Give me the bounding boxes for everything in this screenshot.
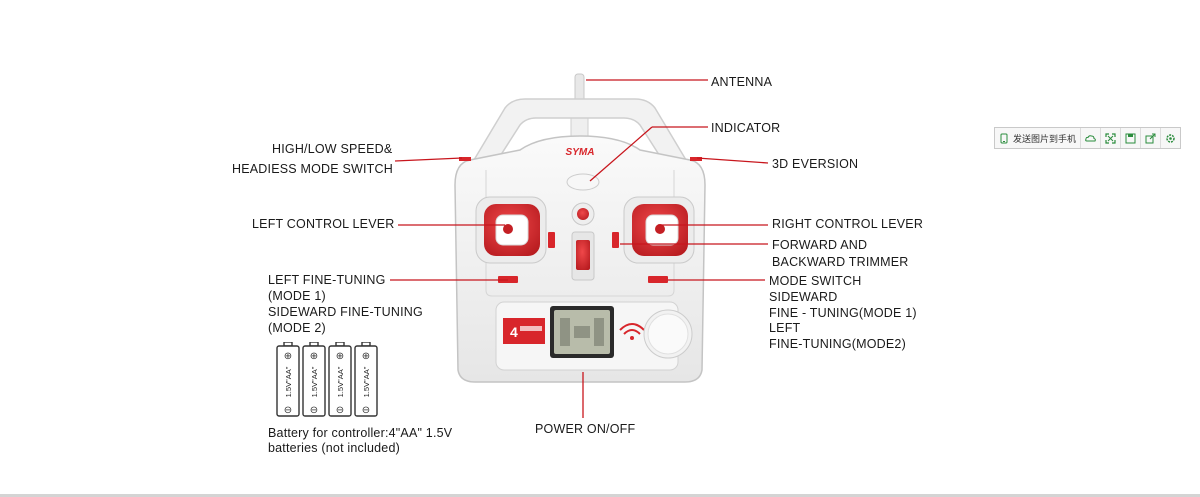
- right-control-lever: [623, 196, 695, 264]
- label-left-fine-line2: (MODE 1): [268, 289, 326, 303]
- battery-plus-symbol: ⊕: [284, 351, 292, 362]
- label-mode-switch-line5: FINE-TUNING(MODE2): [769, 337, 906, 351]
- label-battery-line1: Battery for controller:4"AA" 1.5V: [268, 426, 453, 440]
- send-to-phone-button[interactable]: 发送图片到手机: [995, 128, 1082, 148]
- label-fb-trimmer-line2: BACKWARD TRIMMER: [772, 255, 909, 269]
- battery-label: 1.5V"AA": [310, 366, 319, 397]
- battery-label: 1.5V"AA": [362, 366, 371, 397]
- bottom-divider: [0, 494, 1200, 497]
- battery-minus-symbol: ⊖: [336, 405, 344, 416]
- wifi-icon: [619, 323, 645, 340]
- channel-badge-number: 4: [510, 324, 518, 340]
- leader-lines: [390, 79, 769, 418]
- indicator-light: [566, 173, 600, 191]
- right-fine-tuning-trimmer: [648, 276, 668, 283]
- save-icon: [1125, 133, 1136, 143]
- battery-minus-symbol: ⊖: [310, 405, 318, 416]
- label-antenna: ANTENNA: [711, 75, 773, 89]
- batteries-illustration: ⊕ ⊖ 1.5V"AA" ⊕ ⊖ 1.5V"AA" ⊕ ⊖ 1.5V"AA" ⊕ ⊖ 1.5V"AA": [276, 342, 378, 417]
- label-right-control-lever: RIGHT CONTROL LEVER: [772, 217, 924, 231]
- save-button[interactable]: [1121, 128, 1142, 148]
- battery-minus-symbol: ⊖: [362, 405, 370, 416]
- left-side-trimmer: [548, 232, 555, 248]
- label-indicator: INDICATOR: [711, 121, 781, 135]
- image-toolbar: 发送图片到手机: [994, 127, 1182, 149]
- lower-panel: 4: [495, 301, 693, 371]
- aa-battery: ⊕ ⊖ 1.5V"AA": [276, 342, 300, 417]
- settings-button[interactable]: [1161, 128, 1180, 148]
- cloud-icon: [1085, 134, 1096, 141]
- label-3d-eversion: 3D EVERSION: [772, 157, 859, 171]
- share-icon: [1145, 133, 1156, 143]
- label-mode-switch-line2: SIDEWARD: [769, 290, 838, 304]
- label-power: POWER ON/OFF: [535, 422, 636, 436]
- label-mode-switch-line4: LEFT: [769, 321, 801, 335]
- label-mode-switch-line3: FINE - TUNING(MODE 1): [769, 306, 917, 320]
- label-mode-switch-line1: MODE SWITCH: [769, 274, 862, 288]
- label-left-fine-line4: (MODE 2): [268, 321, 326, 335]
- phone-send-icon: [1000, 133, 1008, 143]
- battery-plus-symbol: ⊕: [310, 351, 318, 362]
- expand-icon: [1105, 132, 1116, 144]
- label-fb-trimmer-line1: FORWARD AND: [772, 238, 868, 252]
- send-to-phone-label: 发送图片到手机: [1013, 133, 1077, 144]
- label-battery-line2: batteries (not included): [268, 441, 400, 455]
- right-side-trimmer: [612, 232, 619, 248]
- settings-icon: [1166, 133, 1175, 143]
- label-left-control-lever: LEFT CONTROL LEVER: [252, 217, 395, 231]
- battery-label: 1.5V"AA": [284, 366, 293, 397]
- aa-battery: ⊕ ⊖ 1.5V"AA": [354, 342, 378, 417]
- share-button[interactable]: [1141, 128, 1162, 148]
- brand-logo: SYMA: [566, 147, 595, 158]
- expand-button[interactable]: [1101, 128, 1122, 148]
- battery-minus-symbol: ⊖: [284, 405, 292, 416]
- aa-battery: ⊕ ⊖ 1.5V"AA": [328, 342, 352, 417]
- label-speed-switch-line2: HEADIESS MODE SWITCH: [232, 162, 393, 176]
- battery-plus-symbol: ⊕: [362, 351, 370, 362]
- cloud-button[interactable]: [1081, 128, 1102, 148]
- aa-battery: ⊕ ⊖ 1.5V"AA": [302, 342, 326, 417]
- label-left-fine-line3: SIDEWARD FINE-TUNING: [268, 305, 423, 319]
- battery-label: 1.5V"AA": [336, 366, 345, 397]
- left-control-lever: [475, 196, 547, 264]
- label-speed-switch-line1: HIGH/LOW SPEED&: [272, 142, 393, 156]
- battery-plus-symbol: ⊕: [336, 351, 344, 362]
- label-left-fine-line1: LEFT FINE-TUNING: [268, 273, 386, 287]
